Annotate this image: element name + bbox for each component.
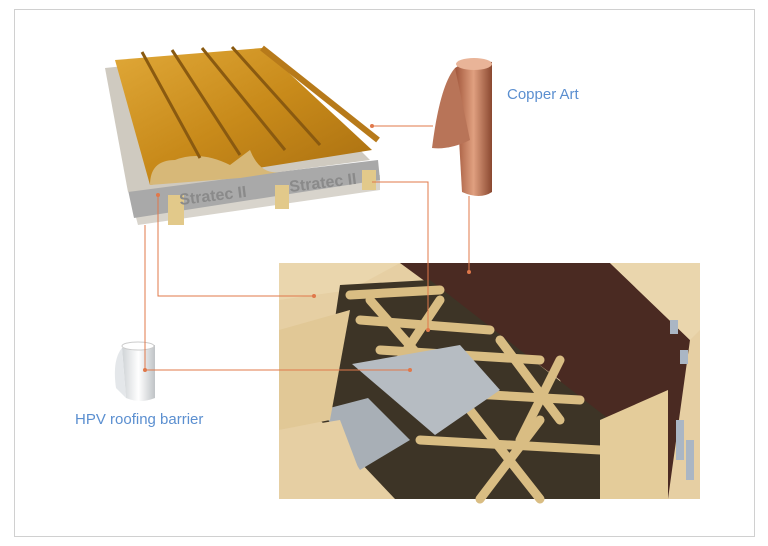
insulation-panel xyxy=(352,345,500,435)
roof-buildup: Stratec II Stratec II xyxy=(105,45,380,225)
copper-sheet xyxy=(115,48,372,185)
standing-seams xyxy=(140,45,322,159)
fixings xyxy=(670,320,694,480)
timber-batten xyxy=(168,195,184,225)
callout-dots xyxy=(143,124,471,372)
copper-art-label: Copper Art xyxy=(507,86,579,103)
hpv-roofing-barrier-label: HPV roofing barrier xyxy=(75,411,204,428)
insulation-panel xyxy=(322,398,410,470)
hpv-roll-icon xyxy=(114,341,155,401)
timber-batten xyxy=(362,170,376,190)
roof-structure-render xyxy=(279,263,700,504)
timber-batten xyxy=(275,185,289,209)
stratec-membrane xyxy=(128,160,380,218)
copper-roll-icon xyxy=(432,58,492,196)
